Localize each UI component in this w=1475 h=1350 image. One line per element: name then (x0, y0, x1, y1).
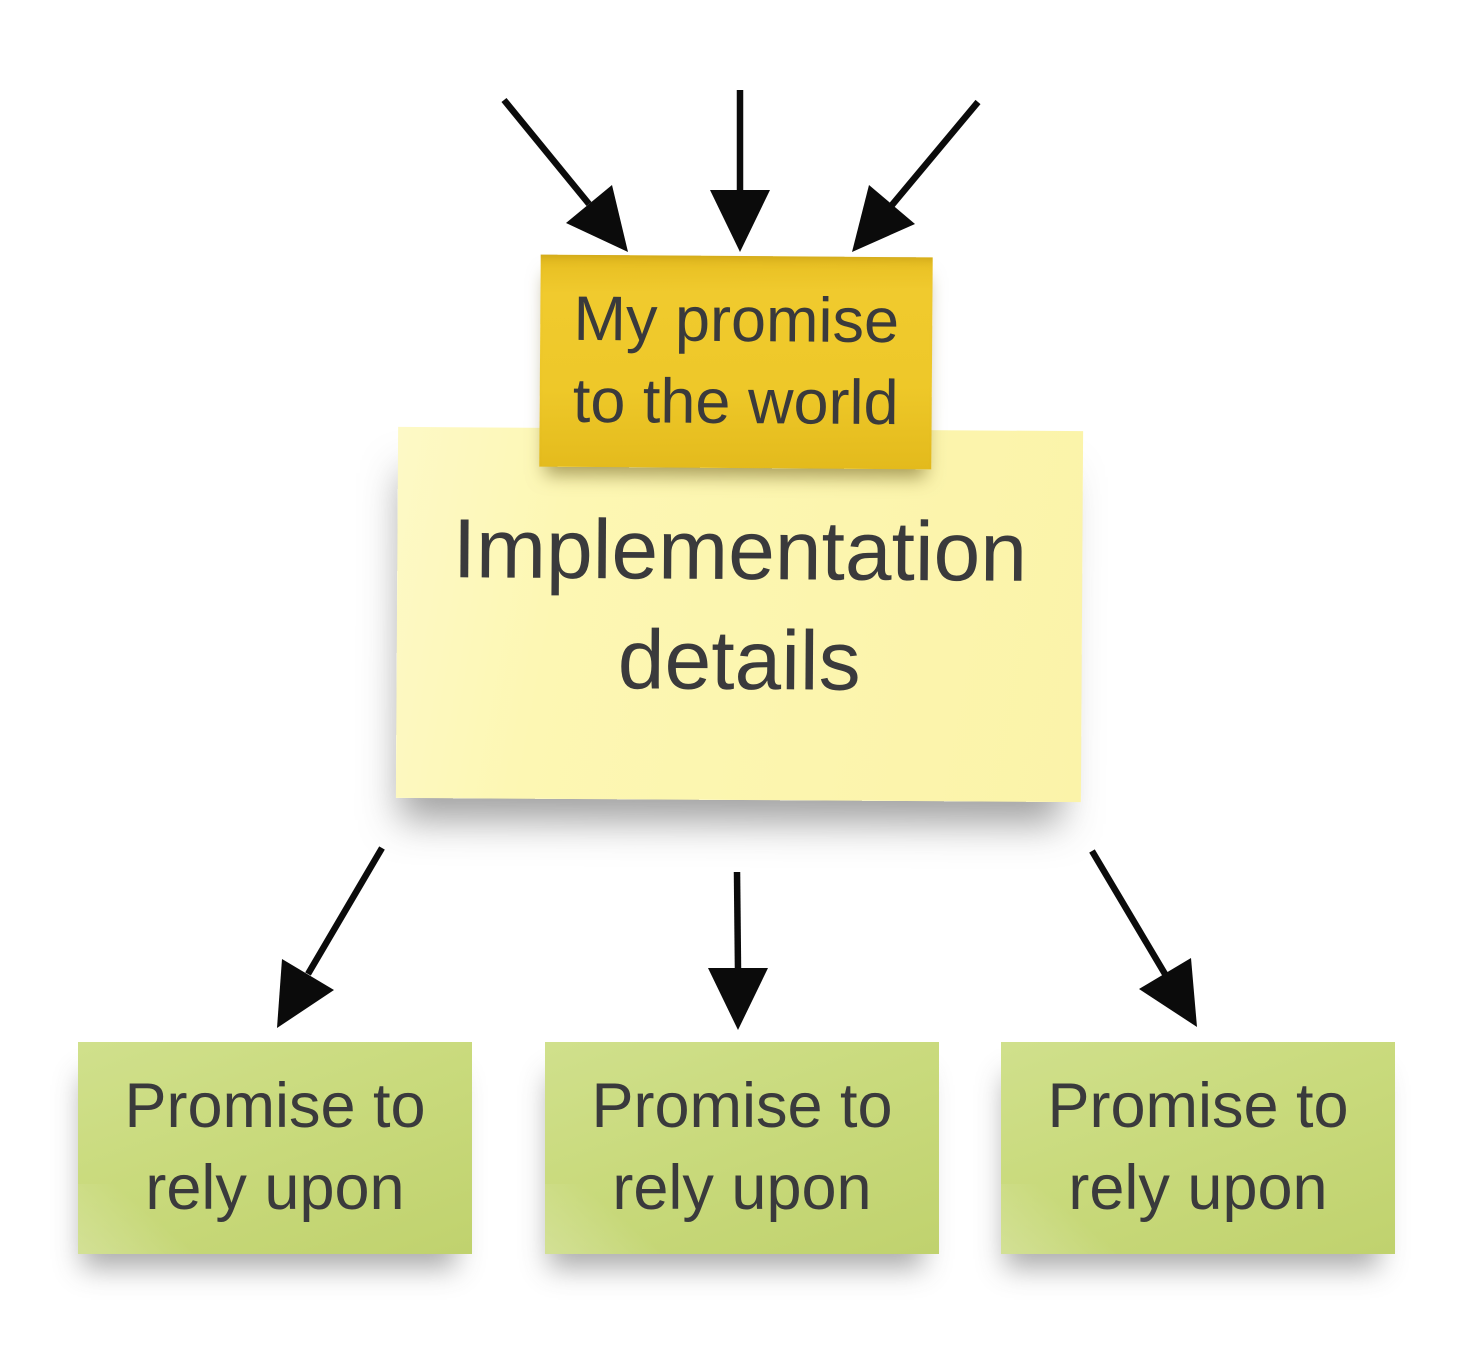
promise-rely-label-1: Promise to rely upon (124, 1071, 426, 1223)
arrow-outgoing-left-icon (277, 846, 385, 1028)
sticky-note-implementation-details: Implementation details (395, 426, 1084, 803)
sticky-note-promise-rely-1: Promise to rely upon (78, 1042, 472, 1254)
promise-rely-label-2: Promise to rely upon (591, 1071, 893, 1223)
arrow-incoming-left-icon (501, 97, 628, 252)
arrow-outgoing-middle-icon (708, 871, 768, 1030)
sticky-note-my-promise: My promise to the world (539, 254, 933, 470)
implementation-details-label: Implementation details (452, 501, 1028, 708)
arrow-incoming-right-icon (852, 99, 981, 252)
my-promise-label: My promise to the world (572, 283, 900, 439)
sticky-note-promise-rely-2: Promise to rely upon (545, 1042, 939, 1254)
arrow-incoming-middle-icon (710, 90, 770, 252)
arrow-outgoing-right-icon (1089, 849, 1197, 1027)
sticky-note-promise-rely-3: Promise to rely upon (1001, 1042, 1395, 1254)
promise-rely-label-3: Promise to rely upon (1047, 1071, 1349, 1223)
